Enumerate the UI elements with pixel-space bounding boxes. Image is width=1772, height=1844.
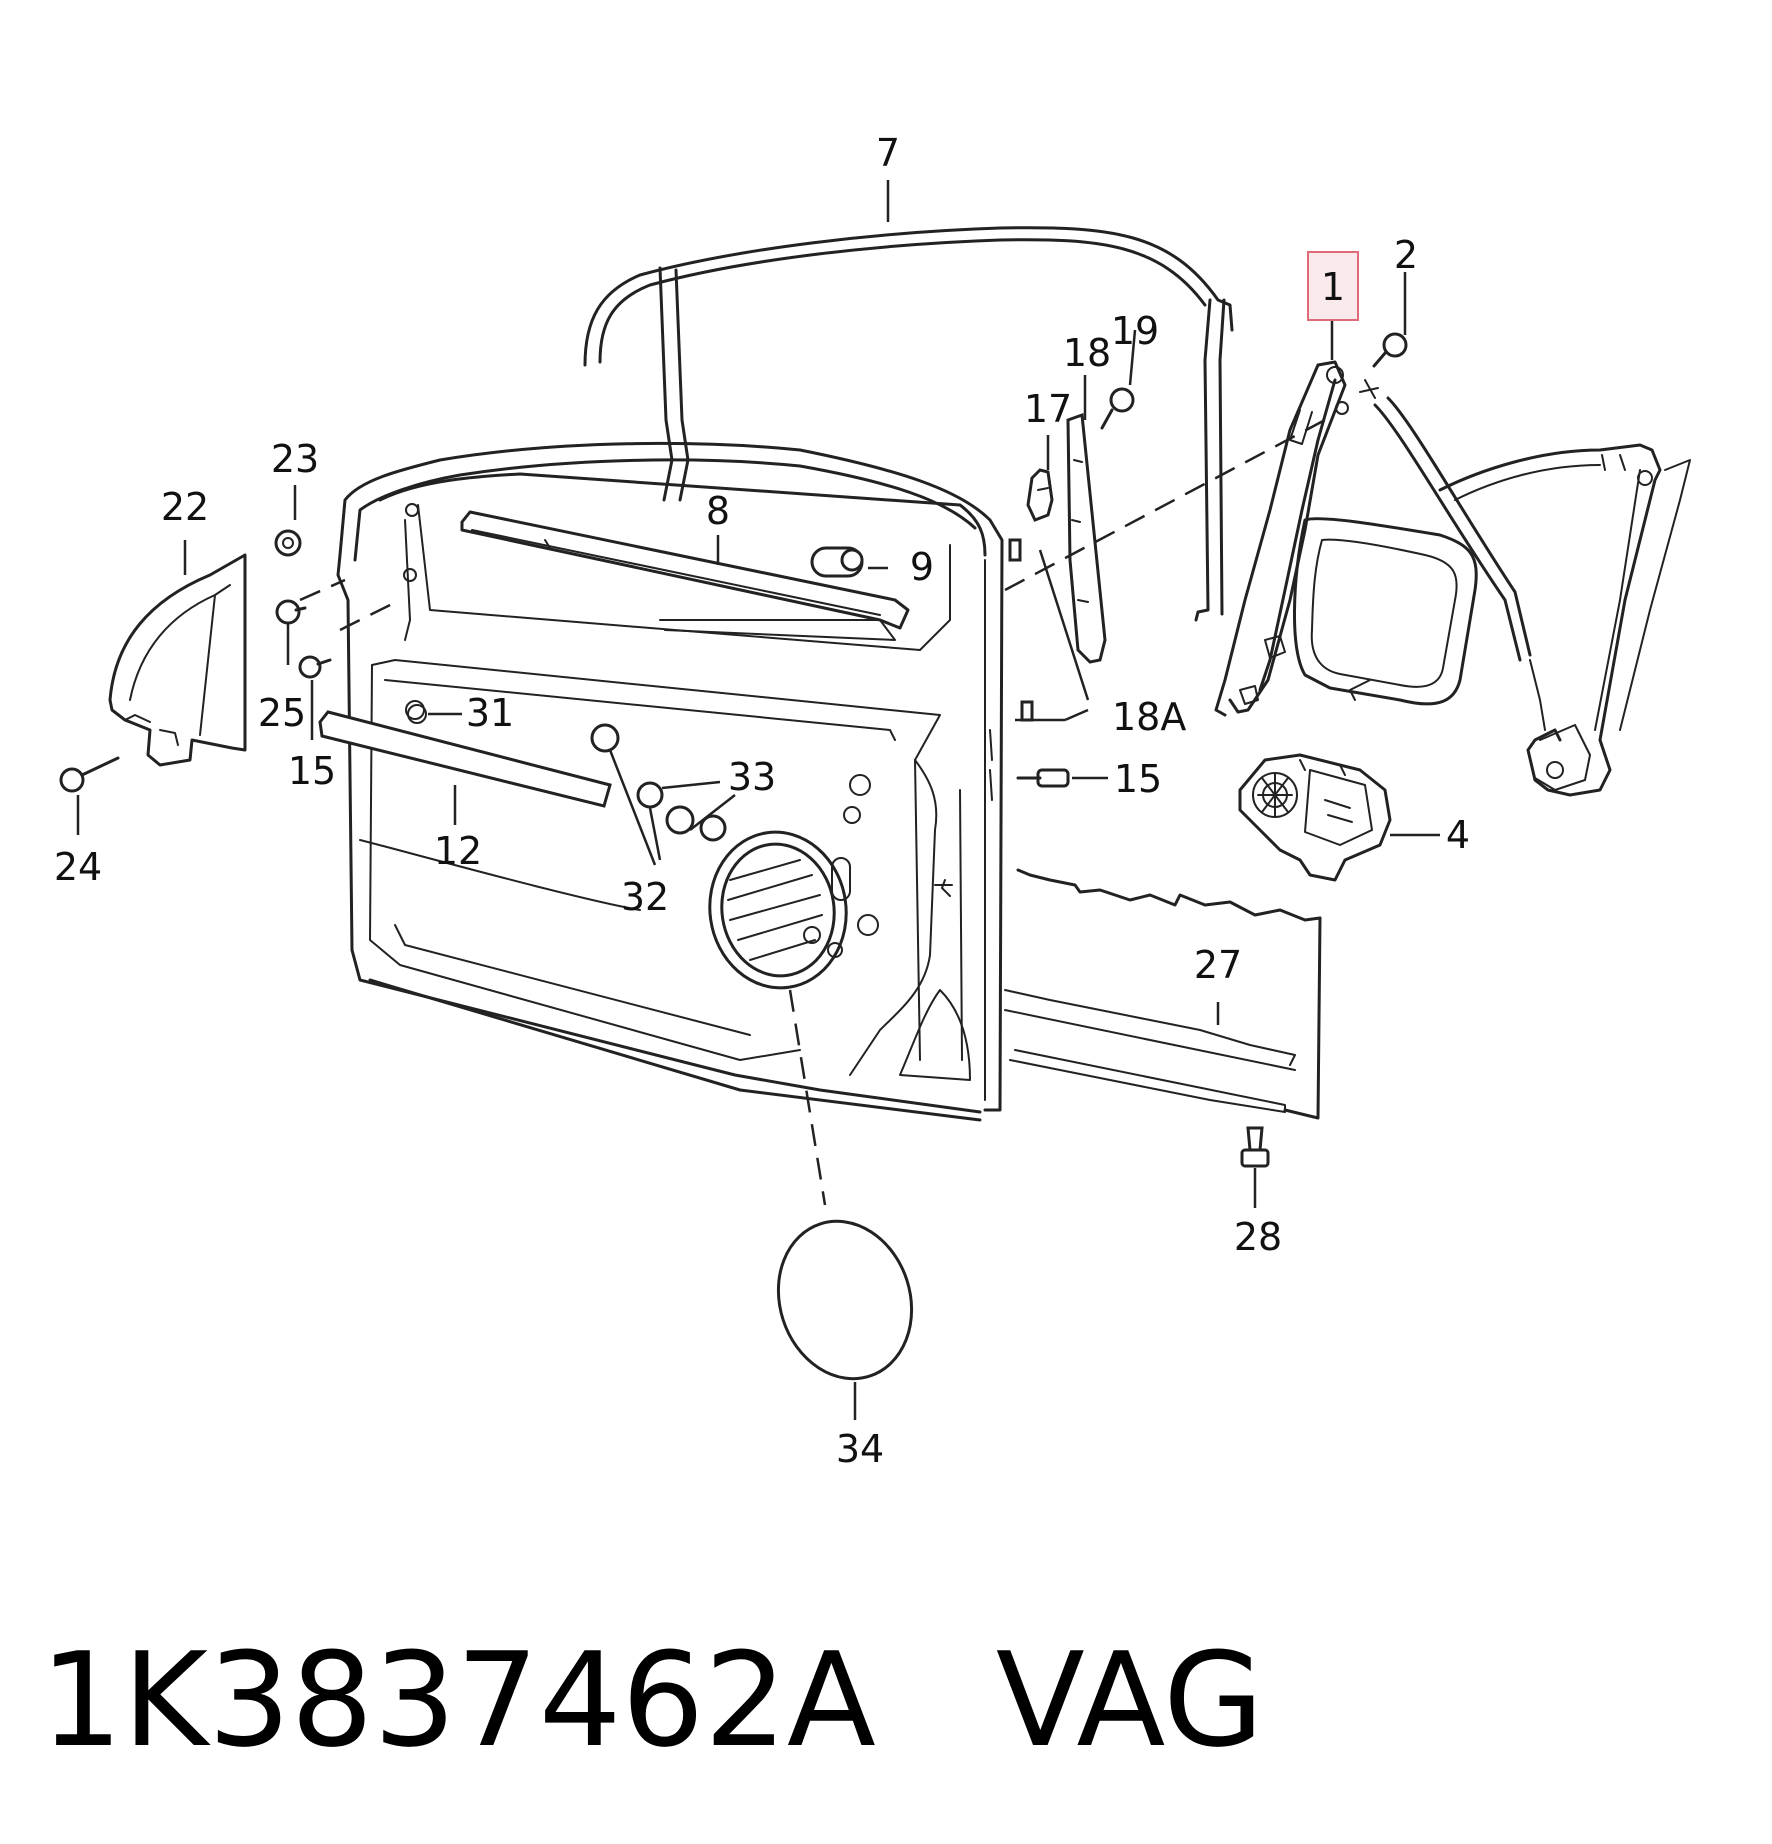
dashed-leader-lines: [299, 418, 1326, 1206]
callout-19: 19: [1111, 309, 1159, 353]
door-parts-diagram: 1 2 4 7 8 9 12 15 15 17 18 18A 19 22 23 …: [54, 131, 1691, 1471]
callout-labels: 1 2 4 7 8 9 12 15 15 17 18 18A 19 22 23 …: [54, 131, 1470, 1471]
highlight-box: [1307, 251, 1359, 321]
bolt-part-2: [1372, 332, 1408, 368]
window-seal-part-7: [583, 226, 1234, 622]
callout-12: 12: [434, 829, 482, 873]
callout-17: 17: [1024, 387, 1072, 431]
callout-8: 8: [706, 489, 730, 533]
door-shell: [336, 441, 1004, 1122]
brand-name: VAG: [995, 1624, 1264, 1776]
speaker-opening: [708, 830, 848, 990]
bracket-part-17: [1026, 468, 1054, 522]
mirror-cover-part-22: [108, 553, 247, 767]
callout-4: 4: [1446, 813, 1470, 857]
part-caption: 1K3837462A VAG: [40, 1600, 1740, 1800]
callout-32: 32: [621, 875, 669, 919]
screw-part-15-left: [298, 655, 332, 679]
callout-31: 31: [466, 691, 514, 735]
cap-part-9: [810, 546, 864, 578]
callout-34: 34: [836, 1427, 884, 1471]
clip-part-18a: [1008, 538, 1034, 722]
callout-28: 28: [1234, 1215, 1282, 1259]
part-number: 1K3837462A: [40, 1624, 876, 1776]
motor-part-4: [1238, 753, 1392, 882]
callout-33: 33: [728, 755, 776, 799]
bolt-part-19: [1100, 387, 1135, 430]
callout-22: 22: [161, 485, 209, 529]
callout-18: 18: [1063, 331, 1111, 375]
screw-part-15-right: [1016, 768, 1070, 788]
callout-7: 7: [876, 131, 900, 175]
callout-leaders: [76, 180, 1440, 1420]
guide-rail-part-8: [460, 510, 910, 641]
callout-18a: 18A: [1112, 695, 1186, 739]
callout-23: 23: [271, 437, 319, 481]
seal-part-27: [1004, 868, 1322, 1120]
callout-15-right: 15: [1114, 757, 1162, 801]
screw-part-24: [59, 756, 120, 793]
nut-part-23: [274, 529, 302, 557]
bolt-part-28: [1240, 1126, 1270, 1168]
strip-part-12: [318, 710, 612, 808]
callout-24: 24: [54, 845, 102, 889]
callout-2: 2: [1394, 233, 1418, 277]
callout-1: 1: [1321, 265, 1345, 309]
clip-part-25: [275, 599, 307, 625]
window-regulator-part-1: [1214, 360, 1691, 797]
callout-25: 25: [258, 691, 306, 735]
plugs-part-31-32-33: [407, 704, 727, 842]
callout-15-left: 15: [288, 749, 336, 793]
speaker-cover-part-34: [776, 1219, 914, 1381]
trim-part-18: [1066, 412, 1107, 664]
callout-9: 9: [910, 545, 934, 589]
callout-27: 27: [1194, 943, 1242, 987]
